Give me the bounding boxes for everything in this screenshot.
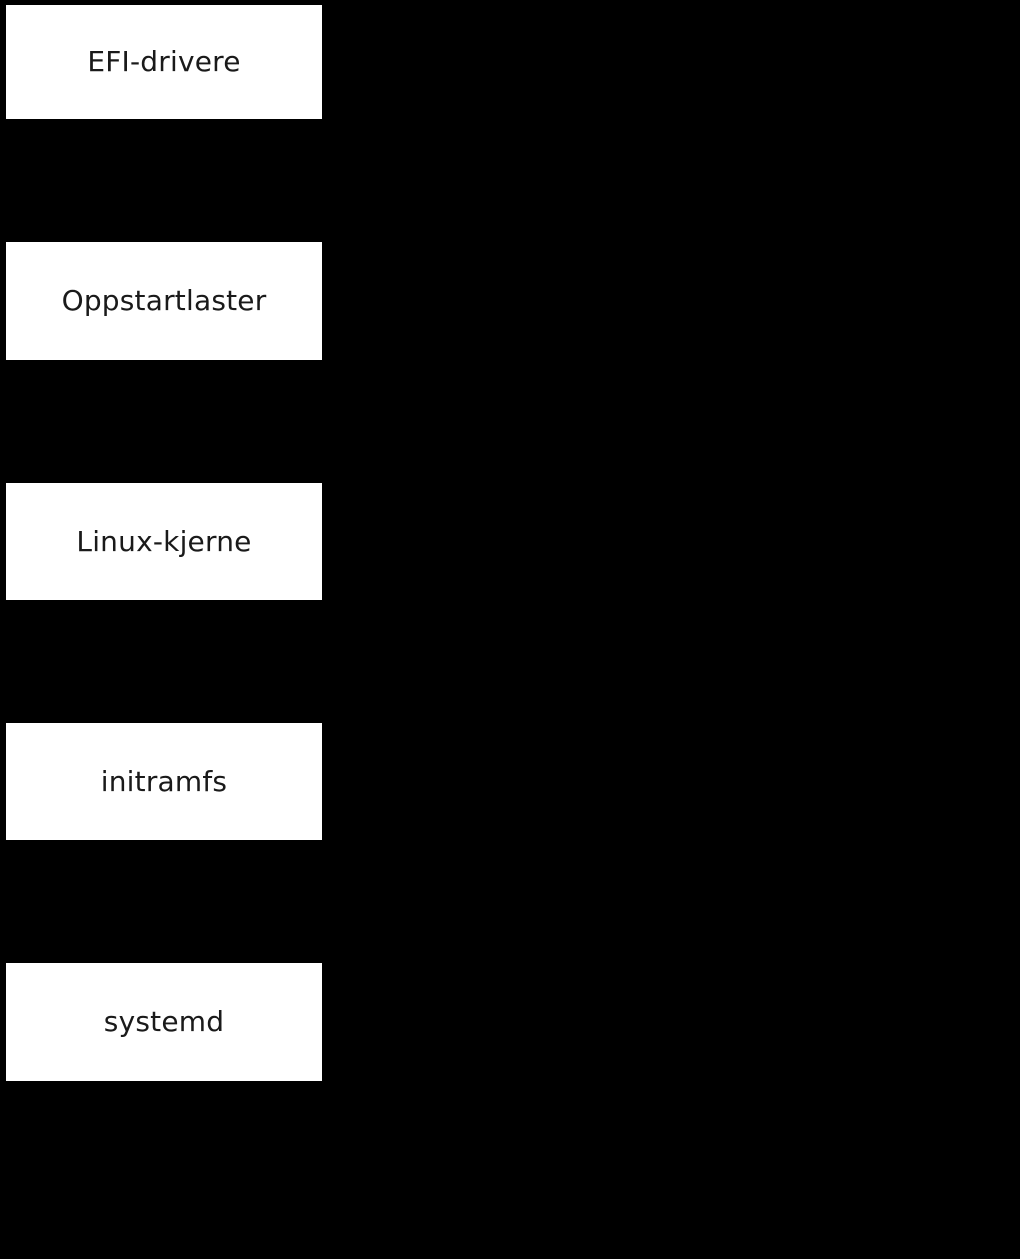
stage-box-systemd[interactable]: systemd [6,963,322,1081]
stage-label: Oppstartlaster [61,284,267,317]
stage-label: Linux-kjerne [76,524,252,558]
stage-box-efi-drivere[interactable]: EFI-drivere [6,5,322,119]
stage-box-linux-kjerne[interactable]: Linux-kjerne [6,483,322,600]
stage-label: systemd [103,1005,225,1038]
stage-box-oppstartlaster[interactable]: Oppstartlaster [6,242,322,360]
stage-box-initramfs[interactable]: initramfs [6,723,322,840]
stage-label: EFI-drivere [87,45,241,78]
stage-label: initramfs [100,764,228,798]
